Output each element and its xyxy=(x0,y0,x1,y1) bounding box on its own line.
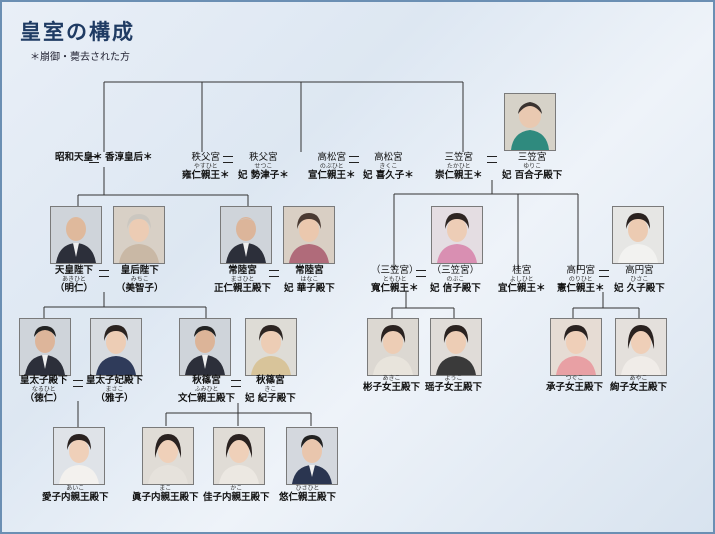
label-takamatsu-kikuko: 高松宮きくこ妃 喜久子＊ xyxy=(363,152,414,181)
portrait-yoko xyxy=(430,318,482,376)
label-hanako: 常陸宮はなこ妃 華子殿下 xyxy=(284,265,335,294)
label-akiko: あきこ彬子女王殿下 xyxy=(363,375,421,393)
label-masako: 皇太子妃殿下まさこ（雅子） xyxy=(86,375,144,404)
portrait-nobuko xyxy=(431,206,483,264)
label-hitachi: 常陸宮まさひと正仁親王殿下 xyxy=(214,265,272,294)
label-aiko: あいこ愛子内親王殿下 xyxy=(42,485,109,503)
label-akihito: 天皇陛下あきひと（明仁） xyxy=(55,265,94,294)
marriage-symbol xyxy=(73,380,83,387)
label-kiko: 秋篠宮きこ妃 紀子殿下 xyxy=(245,375,296,404)
marriage-symbol xyxy=(599,270,609,277)
label-akishino: 秋篠宮ふみひと文仁親王殿下 xyxy=(178,375,236,404)
portrait-kako xyxy=(213,427,265,485)
page-title: 皇室の構成 xyxy=(20,19,135,44)
label-chichibu-setsuko: 秩父宮せつこ妃 勢津子＊ xyxy=(238,152,289,181)
portrait-hanako xyxy=(283,206,335,264)
akishino-children-connector xyxy=(165,403,312,426)
label-mikasa-yuriko: 三笠宮ゆりこ妃 百合子殿下 xyxy=(502,152,563,181)
label-ayako: あやこ絢子女王殿下 xyxy=(610,375,668,393)
marriage-symbol xyxy=(89,156,99,163)
marriage-symbol xyxy=(223,156,233,163)
takamado-children-connector xyxy=(572,292,640,318)
portrait-mikasa-yuriko xyxy=(504,93,556,151)
marriage-symbol xyxy=(416,270,426,277)
portrait-ayako xyxy=(615,318,667,376)
portrait-mako xyxy=(142,427,194,485)
label-takamatsu: 高松宮のぶひと宣仁親王＊ xyxy=(308,152,356,181)
portrait-naruhito xyxy=(19,318,71,376)
portrait-hisako xyxy=(612,206,664,264)
label-hisahito: ひさひと悠仁親王殿下 xyxy=(279,485,337,503)
portrait-hitachi xyxy=(220,206,272,264)
portrait-akihito xyxy=(50,206,102,264)
label-kojun: 香淳皇后＊ xyxy=(105,152,153,163)
label-mikasa: 三笠宮たかひと崇仁親王＊ xyxy=(435,152,483,181)
label-kako: かこ佳子内親王殿下 xyxy=(203,485,270,503)
label-michiko: 皇后陛下みちこ（美智子） xyxy=(116,265,164,294)
portrait-akishino xyxy=(179,318,231,376)
portrait-akiko xyxy=(367,318,419,376)
mikasa-children-connector xyxy=(393,180,579,270)
marriage-symbol xyxy=(99,270,109,277)
akihito-children-connector xyxy=(43,292,207,318)
label-naruhito: 皇太子殿下なるひと（徳仁） xyxy=(20,375,68,404)
label-nobuko: （三笠宮）のぶこ妃 信子殿下 xyxy=(430,265,481,294)
label-mako: まこ眞子内親王殿下 xyxy=(132,485,199,503)
label-yoko: ようこ瑶子女王殿下 xyxy=(425,375,483,393)
marriage-symbol xyxy=(231,380,241,387)
portrait-aiko xyxy=(53,427,105,485)
portrait-hisahito xyxy=(286,427,338,485)
label-tsuguko: つぐこ承子女王殿下 xyxy=(546,375,604,393)
portrait-kiko xyxy=(245,318,297,376)
label-tomohito: （三笠宮）ともひと寬仁親王＊ xyxy=(371,265,419,294)
label-chichibu: 秩父宮やすひと雍仁親王＊ xyxy=(182,152,230,181)
portrait-masako xyxy=(90,318,142,376)
deceased-note: ＊崩御・薨去された方 xyxy=(30,52,130,63)
marriage-symbol xyxy=(269,270,279,277)
marriage-symbol xyxy=(349,156,359,163)
label-takamado-hisako: 高円宮ひさこ妃 久子殿下 xyxy=(614,265,665,294)
portrait-michiko xyxy=(113,206,165,264)
tomohito-children-connector xyxy=(391,292,455,318)
label-katsura: 桂宮よしひと宜仁親王＊ xyxy=(498,265,546,294)
marriage-symbol xyxy=(487,156,497,163)
label-showa: 昭和天皇＊ xyxy=(55,152,103,163)
label-takamado: 高円宮のりひと憲仁親王＊ xyxy=(557,265,605,294)
showa-children-connector xyxy=(77,167,249,206)
gen1-connector xyxy=(103,81,464,152)
portrait-tsuguko xyxy=(550,318,602,376)
